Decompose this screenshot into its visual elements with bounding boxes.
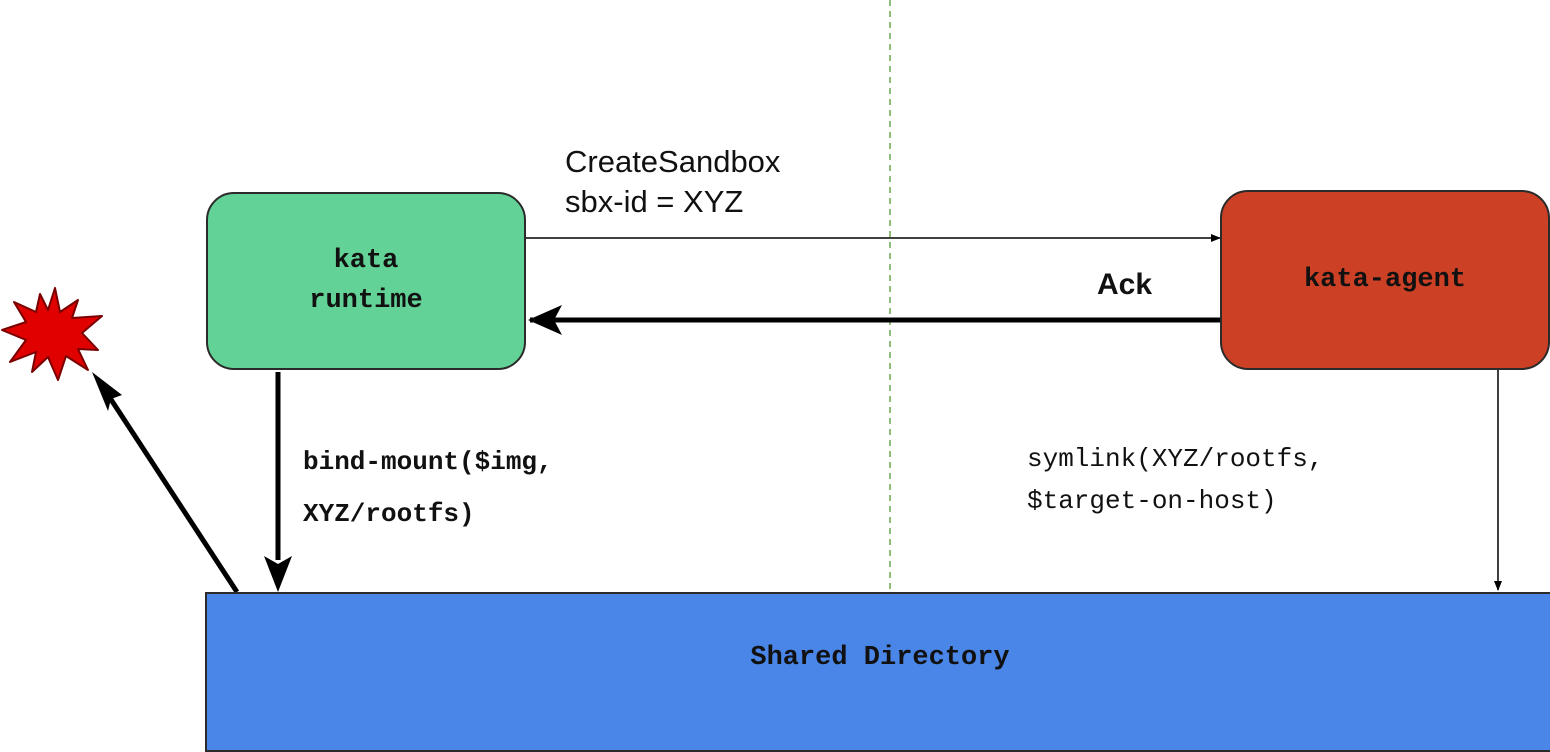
ack-arrowhead (528, 305, 562, 335)
explosion-icon (1, 287, 103, 381)
create-sandbox-label: CreateSandbox sbx-id = XYZ (565, 144, 781, 219)
escape-arrow (107, 396, 240, 594)
bind-mount-label: bind-mount($img, XYZ/rootfs) (303, 447, 553, 529)
kata-runtime-label: kata runtime (309, 246, 423, 316)
escape-arrowhead (92, 372, 122, 411)
bind-mount-arrowhead (264, 556, 292, 592)
shared-directory-label: Shared Directory (750, 643, 1010, 673)
kata-agent-label: kata-agent (1303, 265, 1467, 295)
kata-agent-box: kata-agent (1220, 190, 1550, 370)
symlink-label: symlink(XYZ/rootfs, $target-on-host) (1027, 444, 1324, 516)
kata-runtime-box: kata runtime (206, 192, 526, 370)
shared-directory-box: Shared Directory (205, 592, 1550, 752)
ack-label: Ack (1097, 268, 1153, 301)
